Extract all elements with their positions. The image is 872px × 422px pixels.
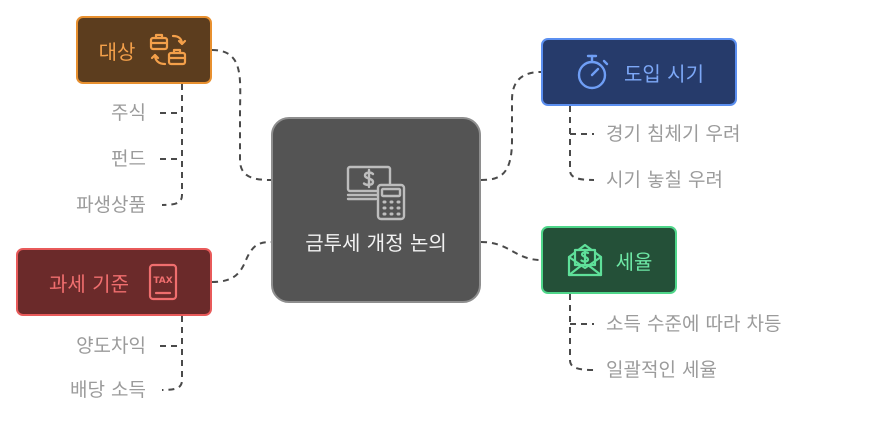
money-envelope-icon (567, 243, 602, 277)
money-calculator-icon (346, 165, 406, 221)
branch-timing[interactable]: 도입 시기 (541, 38, 737, 106)
rate-item-flat: 일괄적인 세율 (606, 359, 717, 381)
branch-timing-label: 도입 시기 (624, 61, 704, 86)
branch-basis-label: 과세 기준 (49, 271, 129, 296)
connector-target-trunk (161, 84, 183, 206)
connector-timing-trunk (569, 106, 595, 181)
connector-target (211, 49, 272, 181)
briefcase-exchange-icon (150, 33, 187, 66)
timing-item-recession: 경기 침체기 우려 (606, 123, 741, 145)
tax-document-icon: TAX (148, 263, 178, 301)
svg-text:TAX: TAX (153, 276, 172, 286)
center-node[interactable]: 금투세 개정 논의 (271, 117, 481, 303)
branch-basis[interactable]: 과세 기준 TAX (16, 248, 212, 316)
branch-target[interactable]: 대상 (76, 16, 212, 84)
connector-rate-trunk (569, 294, 595, 371)
branch-target-label: 대상 (98, 39, 136, 64)
target-item-derivatives: 파생상품 (76, 194, 146, 216)
basis-item-dividend: 배당 소득 (70, 379, 146, 401)
connector-basis-trunk (161, 316, 183, 391)
rate-item-progressive: 소득 수준에 따라 차등 (606, 313, 782, 335)
connector-rate (480, 241, 542, 261)
timing-item-miss: 시기 놓칠 우려 (606, 169, 723, 191)
stopwatch-icon (577, 54, 609, 90)
target-item-stock: 주식 (111, 102, 146, 124)
branch-rate-label: 세율 (615, 249, 653, 274)
target-item-fund: 펀드 (111, 148, 146, 170)
connector-timing (480, 71, 542, 181)
basis-item-capital-gains: 양도차익 (76, 335, 146, 357)
center-title: 금투세 개정 논의 (305, 231, 447, 255)
branch-rate[interactable]: 세율 (541, 226, 677, 294)
connector-basis (211, 241, 272, 283)
